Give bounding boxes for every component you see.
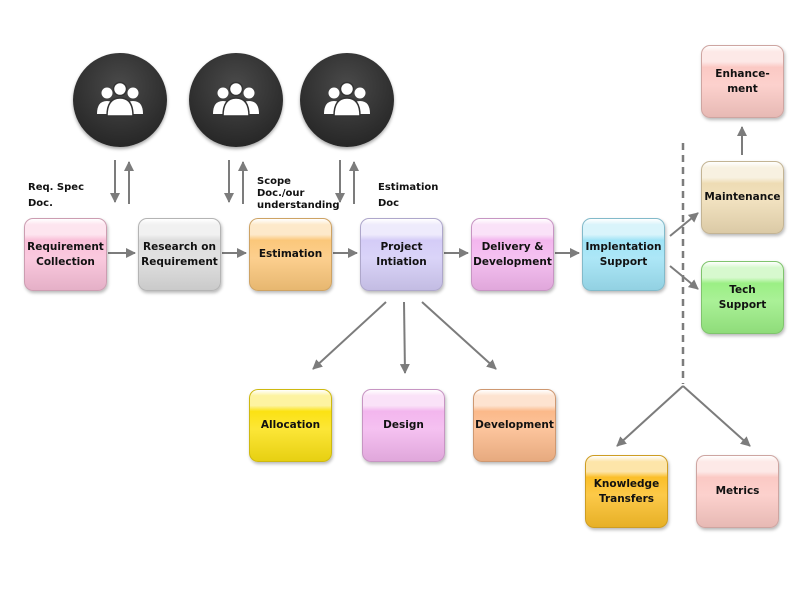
requirement-collection-box: Requirement Collection (24, 218, 107, 291)
maintenance-box: Maintenance (701, 161, 784, 234)
arrow-divider-to-knowledge-transfers (616, 385, 684, 447)
knowledge-transfers-label: Knowledge Transfers (593, 477, 660, 505)
design-box: Design (362, 389, 445, 462)
arrow-initiation-to-development (421, 301, 497, 370)
arrow-implementation-to-maintenance (669, 212, 699, 237)
metrics-box: Metrics (696, 455, 779, 528)
estimation-box: Estimation (249, 218, 332, 291)
metrics-label: Metrics (715, 485, 760, 497)
knowledge-transfers-box: Knowledge Transfers (585, 455, 668, 528)
allocation-box: Allocation (249, 389, 332, 462)
project-initiation-label: Project Intiation (376, 240, 427, 268)
arrow-initiation-to-allocation (312, 301, 387, 370)
implementation-support-label: Implentation Support (585, 240, 662, 268)
people-icon (213, 81, 259, 117)
allocation-label: Allocation (260, 419, 321, 431)
arrow-initiation-to-design (399, 301, 410, 374)
delivery-development-box: Delivery & Development (471, 218, 554, 291)
development-label: Development (475, 419, 554, 431)
tech-support-box: Tech Support (701, 261, 784, 334)
implementation-support-box: Implentation Support (582, 218, 665, 291)
development-box: Development (473, 389, 556, 462)
enhancement-label: Enhance- ment (715, 67, 770, 95)
requirement-collection-label: Requirement Collection (27, 240, 104, 268)
enhancement-box: Enhance- ment (701, 45, 784, 118)
note-scope-doc: Scope Doc./our understanding (257, 176, 340, 211)
stakeholder-circle-1 (73, 53, 167, 147)
people-icon (97, 81, 143, 117)
tech-support-label: Tech Support (718, 283, 767, 311)
research-on-requirement-box: Research on Requirement (138, 218, 221, 291)
stakeholder-circle-3 (300, 53, 394, 147)
people-icon (324, 81, 370, 117)
note-req-spec-doc: Req. Spec Doc. (28, 182, 84, 209)
estimation-label: Estimation (258, 248, 323, 260)
delivery-development-label: Delivery & Development (473, 240, 552, 268)
stakeholder-circle-2 (189, 53, 283, 147)
maintenance-label: Maintenance (704, 191, 781, 203)
note-estimation-doc: Estimation Doc (378, 182, 439, 209)
design-label: Design (383, 419, 424, 431)
project-initiation-box: Project Intiation (360, 218, 443, 291)
arrow-divider-to-metrics (682, 385, 751, 447)
research-on-requirement-label: Research on Requirement (141, 240, 218, 268)
